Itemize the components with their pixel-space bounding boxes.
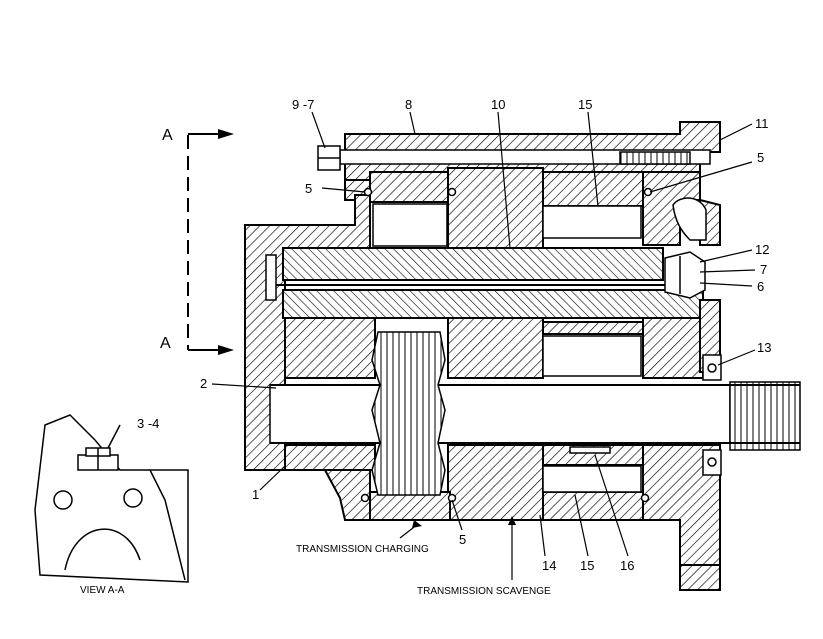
callout-12: 12 — [755, 242, 769, 257]
section-label-bottom: A — [160, 335, 171, 352]
through-bolt — [317, 145, 711, 171]
shaft-seal — [702, 354, 722, 476]
shaft-key — [569, 446, 611, 454]
leader-lines — [211, 111, 756, 580]
callout-5-left: 5 — [305, 181, 312, 196]
view-a-a-caption: VIEW A-A — [80, 585, 125, 596]
callout-1: 1 — [252, 487, 259, 502]
callout-labels: 9 -7 8 10 15 11 5 5 12 7 6 13 2 3 -4 1 5… — [137, 97, 771, 573]
callout-15-bottom: 15 — [580, 558, 594, 573]
callout-8: 8 — [405, 97, 412, 112]
drive-shaft — [269, 381, 801, 451]
charging-arrow — [412, 520, 422, 528]
drive-gear — [371, 331, 446, 496]
callout-2: 2 — [200, 376, 207, 391]
callout-6: 6 — [757, 279, 764, 294]
pump-bores — [372, 197, 707, 493]
scavenge-arrow — [508, 516, 516, 525]
callout-11: 11 — [755, 116, 769, 131]
o-rings — [360, 187, 653, 503]
label-transmission-charging: TRANSMISSION CHARGING — [296, 544, 429, 555]
callout-5-bottom: 5 — [459, 532, 466, 547]
callout-15-top: 15 — [578, 97, 592, 112]
callout-9-7: 9 -7 — [292, 97, 314, 112]
callout-16: 16 — [620, 558, 634, 573]
callout-14: 14 — [542, 558, 556, 573]
upper-shaft-end-cap — [265, 254, 277, 301]
label-transmission-scavenge: TRANSMISSION SCAVENGE — [417, 586, 551, 597]
section-label-top: A — [162, 127, 173, 144]
view-a-a-inset — [34, 414, 189, 583]
callout-13: 13 — [757, 340, 771, 355]
callout-7: 7 — [760, 262, 767, 277]
callout-10: 10 — [491, 97, 505, 112]
section-line-a-a — [187, 129, 234, 355]
shaft-nut — [664, 251, 706, 299]
callout-3-4: 3 -4 — [137, 416, 159, 431]
callout-5-right: 5 — [757, 150, 764, 165]
